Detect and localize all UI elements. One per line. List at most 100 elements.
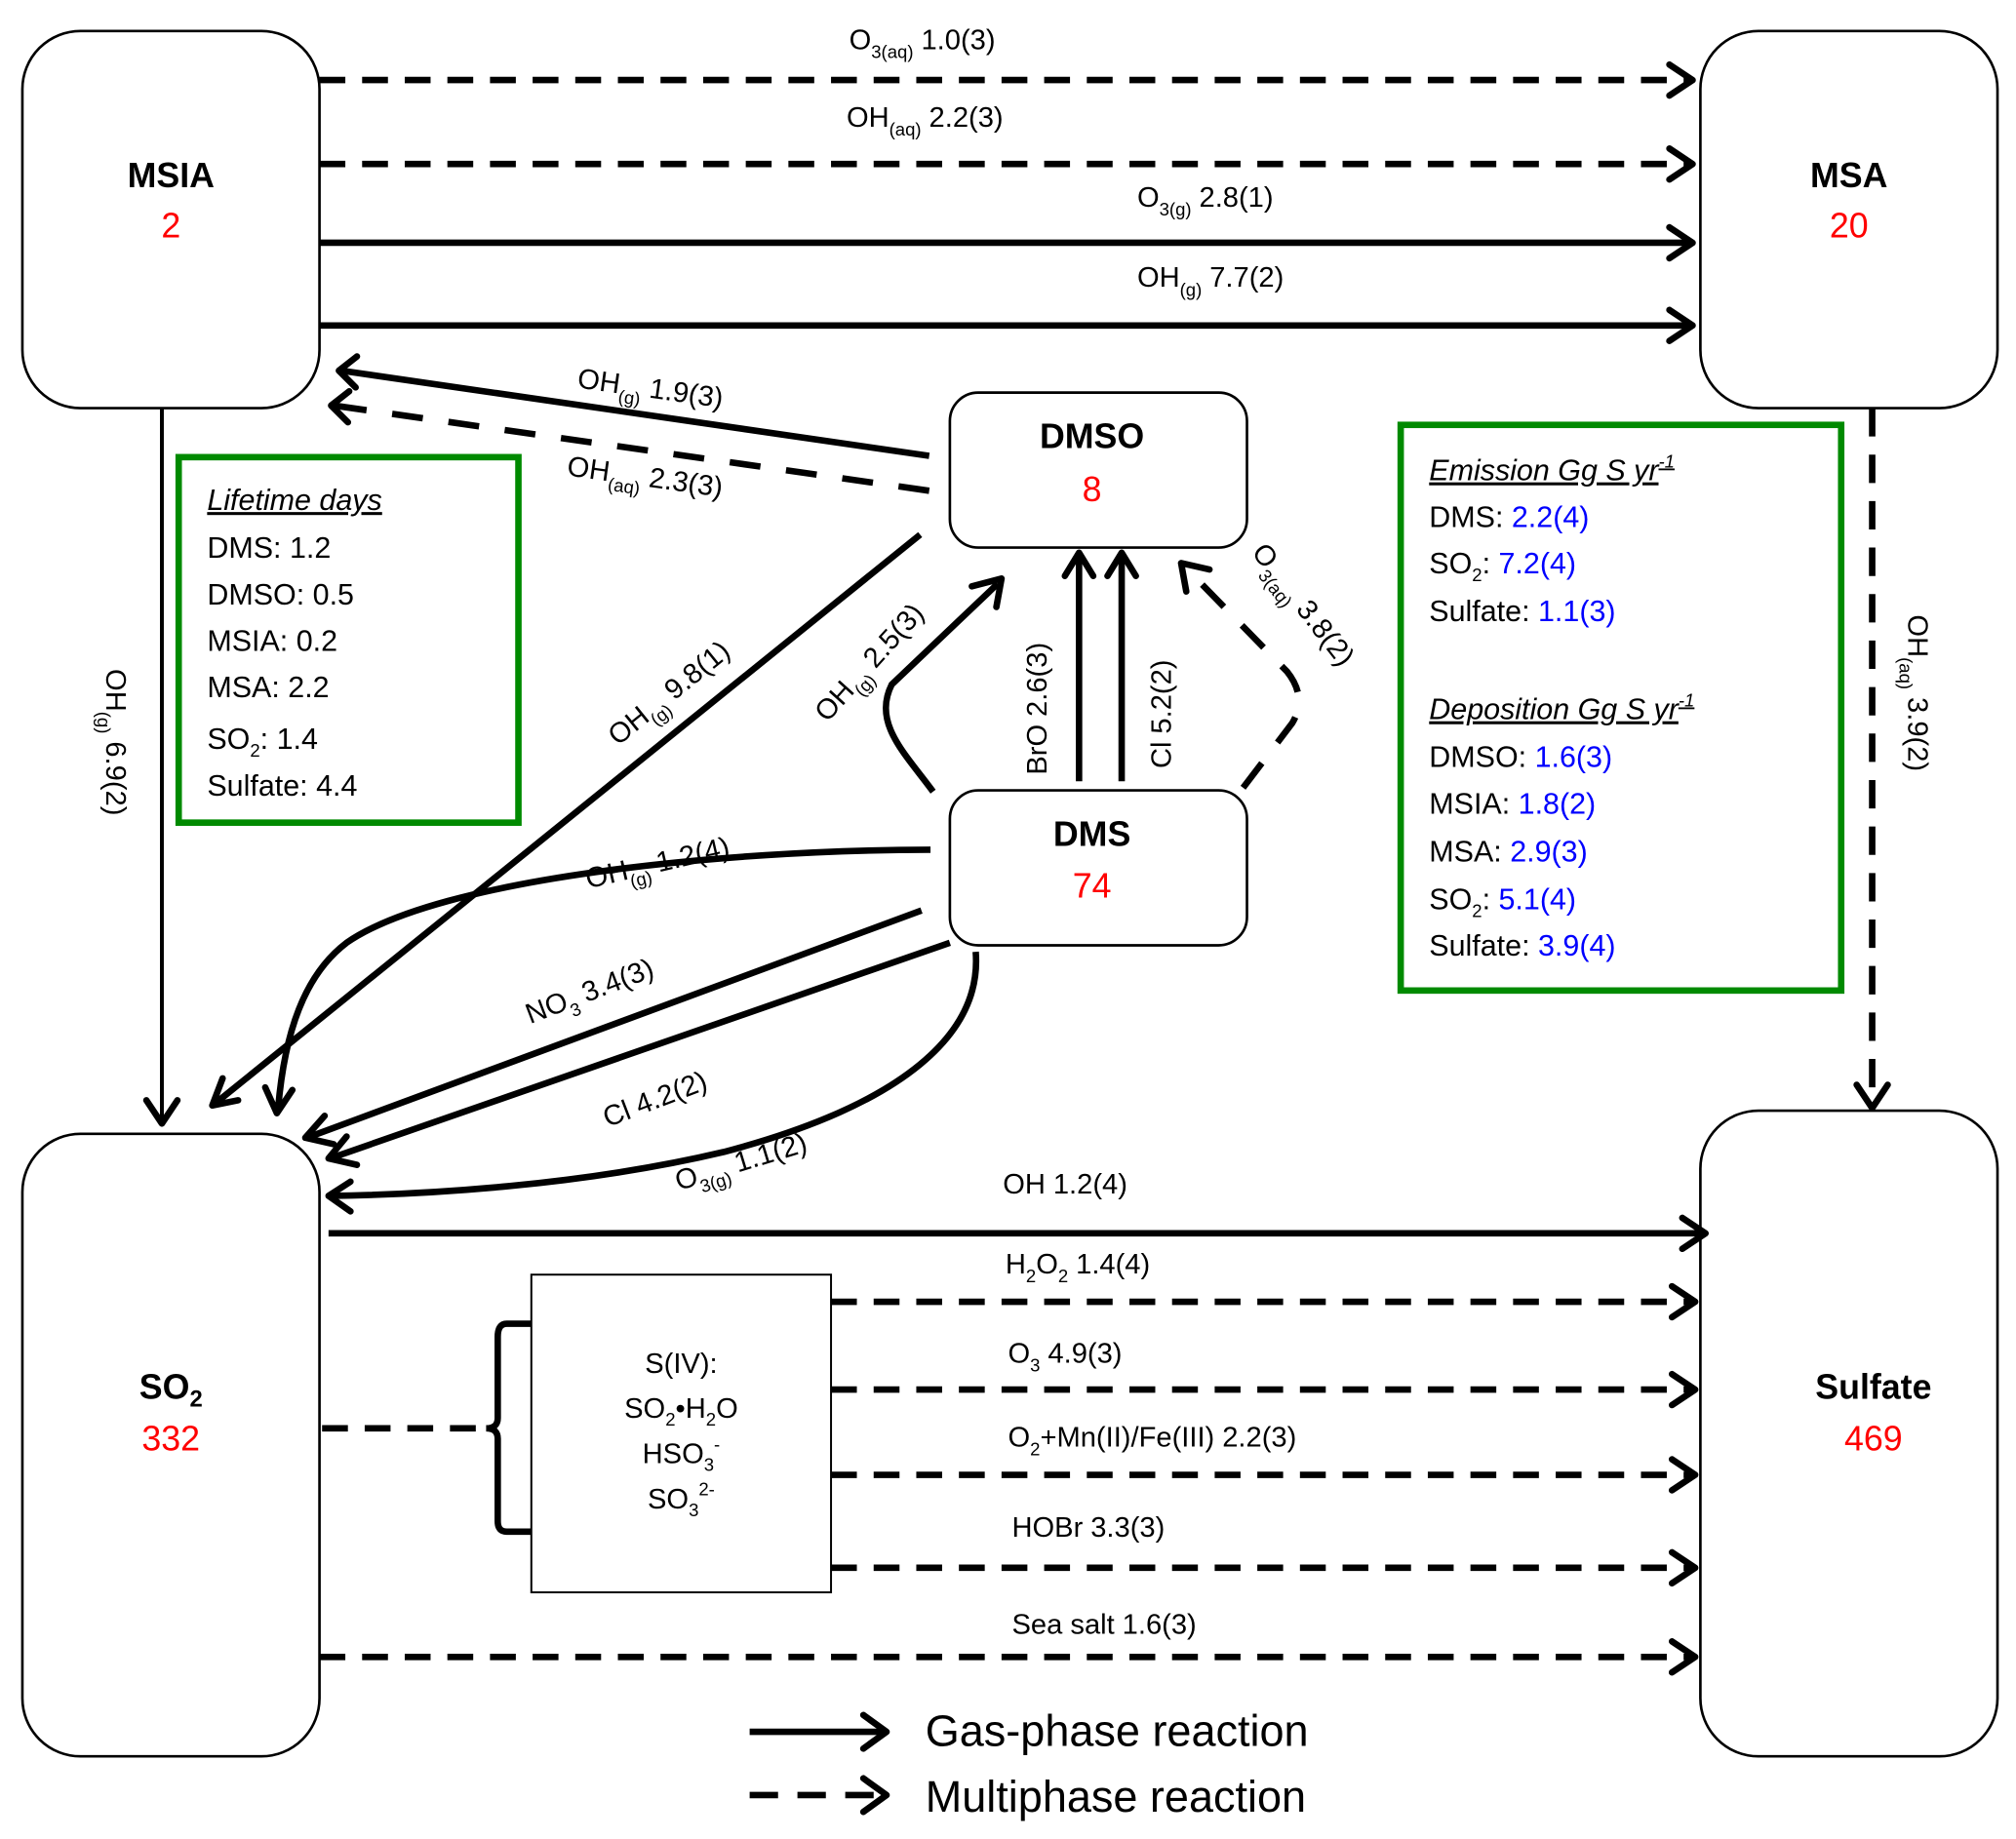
arrow-siv-sulfate-o3[interactable] [831, 1370, 1699, 1409]
arrowhead-icon [261, 1083, 296, 1116]
node-dms-value: 74 [1073, 866, 1112, 905]
lifetime-panel: Lifetime days DMS: 1.2 DMSO: 0.5 MSIA: 0… [175, 453, 522, 826]
node-sulfate-value: 469 [1844, 1419, 1903, 1458]
siv-box: S(IV): SO2•H2O HSO3- SO32- [486, 1273, 833, 1594]
arrowhead-icon [1666, 60, 1696, 99]
arrow-line [274, 846, 931, 1109]
label-msa-sulfate-ohaq: OH(aq)3.9(2) [1895, 614, 1932, 771]
label-msia-msa-ohg: OH(g)7.7(2) [1137, 262, 1284, 299]
deposition-item: DMSO: 1.6(3) [1429, 741, 1612, 774]
node-dmso-value: 8 [1083, 470, 1102, 509]
label-dms-so2-ohg: OH(g)1.2(4) [582, 832, 733, 901]
node-dmso-name: DMSO [1040, 417, 1144, 456]
node-sulfate[interactable]: Sulfate 469 [1699, 1109, 1999, 1758]
lifetime-panel-border [175, 453, 522, 826]
siv-species-2: HSO3- [643, 1433, 721, 1474]
arrow-dms-so2-no3[interactable] [301, 907, 923, 1148]
node-dmso[interactable]: DMSO 8 [948, 391, 1248, 549]
arrow-dms-dmso-o3aq[interactable] [1177, 560, 1302, 790]
arrow-dms-dmso-bro[interactable] [1061, 549, 1097, 782]
node-so2[interactable]: SO2 332 [20, 1132, 321, 1758]
label-msia-msa-o3g: O3(g)2.8(1) [1137, 182, 1274, 219]
node-msia-box [20, 29, 321, 410]
legend-multiphase-label: Multiphase reaction [926, 1772, 1306, 1821]
arrowhead-icon [1666, 223, 1696, 262]
deposition-item: MSA: 2.9(3) [1429, 835, 1587, 868]
legend-multiphase-arrow-icon [749, 1775, 890, 1816]
arrow-dms-so2-ohg[interactable] [261, 846, 931, 1116]
arrow-line [1183, 566, 1302, 790]
arrow-dms-dmso-cl[interactable] [1104, 549, 1139, 782]
siv-box-rect [530, 1273, 833, 1594]
arrowhead-icon [1061, 549, 1097, 580]
arrowhead-icon [968, 575, 1006, 610]
arrow-msia-msa-ohaq[interactable] [319, 144, 1696, 183]
arrow-dms-dmso-ohg[interactable] [883, 575, 1006, 794]
legend: Gas-phase reaction Multiphase reaction [749, 1706, 1309, 1821]
node-so2-value: 332 [141, 1419, 200, 1458]
arrow-siv-sulfate-h2o2[interactable] [831, 1282, 1699, 1321]
arrow-so2-sulfate-oh[interactable] [328, 1214, 1710, 1253]
node-msia-name: MSIA [128, 156, 215, 195]
budget-panel: Emission Gg S yr-1 DMS: 2.2(4) SO2: 7.2(… [1397, 421, 1845, 995]
siv-species-3: SO32- [648, 1479, 715, 1520]
arrowhead-icon [1104, 549, 1139, 580]
deposition-item: MSIA: 1.8(2) [1429, 787, 1596, 820]
emission-title: Emission Gg S yr-1 [1429, 450, 1675, 487]
label-msia-msa-ohaq: OH(aq)2.2(3) [847, 102, 1004, 139]
legend-gas-arrow-icon [749, 1711, 890, 1752]
arrowhead-icon [1666, 306, 1696, 344]
arrowhead-icon [1668, 1456, 1699, 1494]
arrow-dmso-msia-ohaq[interactable] [328, 387, 930, 494]
arrow-line [330, 951, 980, 1199]
lifetime-item: DMS: 1.2 [207, 531, 331, 565]
arrow-msia-msa-o3g[interactable] [319, 223, 1696, 262]
arrow-msia-msa-ohg[interactable] [319, 306, 1696, 344]
arrow-line [333, 402, 930, 494]
node-msa[interactable]: MSA 20 [1699, 29, 1999, 410]
lifetime-item: Sulfate: 4.4 [207, 769, 357, 802]
arrowhead-icon [1668, 1282, 1699, 1321]
label-dms-so2-cl: Cl4.2(2) [599, 1066, 712, 1134]
arrowhead-icon [328, 387, 353, 426]
node-dmso-box [948, 391, 1248, 549]
arrow-dmso-msia-ohg[interactable] [336, 353, 930, 459]
arrowhead-icon [1853, 1081, 1891, 1112]
arrowhead-icon [1177, 560, 1213, 595]
label-msia-so2-ohg: OH(g)6.9(2) [94, 669, 131, 815]
arrowhead-icon [325, 1178, 354, 1215]
arrowhead-icon [336, 353, 361, 391]
node-sulfate-name: Sulfate [1815, 1367, 1931, 1406]
arrow-dms-so2-o3g[interactable] [325, 951, 980, 1215]
arrowhead-icon [1666, 144, 1696, 183]
arrow-dms-so2-cl[interactable] [325, 939, 951, 1168]
arrow-siv-sulfate-o2tmi[interactable] [831, 1456, 1699, 1494]
arrowhead-icon [209, 1075, 242, 1110]
node-dms-name: DMS [1053, 815, 1130, 854]
node-msia[interactable]: MSIA 2 [20, 29, 321, 410]
arrowhead-icon [1668, 1638, 1699, 1676]
lifetime-item: MSA: 2.2 [207, 671, 329, 704]
label-dms-dmso-bro: BrO2.6(3) [1022, 643, 1053, 775]
arrow-dmso-so2-ohg[interactable] [209, 531, 923, 1110]
budget-panel-border [1397, 421, 1845, 995]
deposition-item: Sulfate: 3.9(4) [1429, 929, 1615, 962]
arrowhead-icon [142, 1097, 181, 1127]
arrow-msa-sulfate-ohaq[interactable] [1853, 408, 1891, 1112]
label-dms-dmso-cl: Cl5.2(2) [1146, 659, 1177, 768]
arrow-so2-sulfate-seasalt[interactable] [319, 1638, 1699, 1676]
arrow-siv-sulfate-hobr[interactable] [831, 1548, 1699, 1587]
node-msia-value: 2 [161, 207, 180, 246]
node-msa-box [1699, 29, 1999, 410]
arrow-msia-msa-o3aq[interactable] [319, 60, 1696, 99]
arrow-line [340, 367, 930, 459]
node-dms[interactable]: DMS 74 [948, 789, 1248, 947]
lifetime-panel-title: Lifetime days [207, 484, 381, 517]
lifetime-item: MSIA: 0.2 [207, 625, 337, 658]
label-dms-so2-no3: NO33.4(3) [521, 953, 660, 1036]
arrow-msia-so2-ohg[interactable] [142, 408, 181, 1127]
